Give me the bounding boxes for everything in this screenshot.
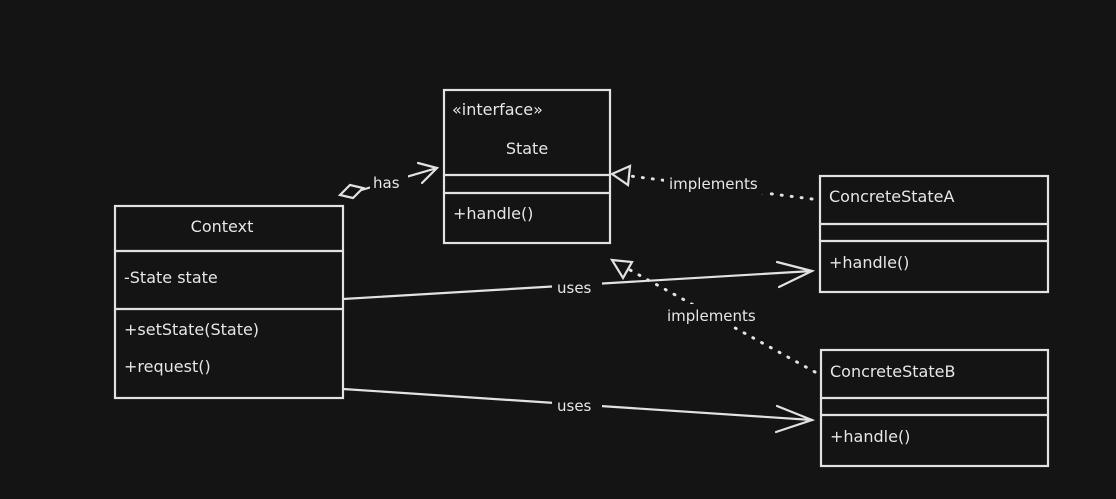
implements-b-label-bg (662, 304, 766, 326)
implements-a-label-bg (664, 172, 768, 194)
state-method: +handle() (453, 204, 533, 223)
aggregation-diamond-icon (337, 183, 366, 200)
state-class: «interface» State +handle() (442, 88, 612, 245)
concrete-state-b-class: ConcreteStateB +handle() (819, 348, 1050, 468)
uses-a-label: uses (557, 279, 592, 297)
realization-triangle-b-icon (609, 258, 634, 281)
concrete-state-b-method: +handle() (830, 427, 910, 446)
concrete-state-a-class: ConcreteStateA +handle() (818, 174, 1050, 294)
context-box (113, 204, 345, 400)
context-attribute: -State state (124, 268, 218, 287)
implements-b-edge: implements (609, 258, 817, 374)
has-arrowhead-icon (416, 161, 440, 185)
state-stereotype: «interface» (452, 100, 543, 119)
has-label-bg (370, 172, 408, 192)
state-name: State (506, 139, 548, 158)
implements-a-edge: implements (609, 164, 814, 201)
realization-triangle-icon (609, 164, 632, 187)
concrete-state-a-name: ConcreteStateA (829, 187, 954, 206)
uses-b-arrowhead-icon (774, 404, 816, 434)
context-class: Context -State state +setState(State) +r… (113, 204, 345, 400)
context-name: Context (191, 217, 254, 236)
concrete-state-a-box (818, 174, 1050, 294)
context-method-request: +request() (124, 357, 211, 376)
uses-a-edge: uses (341, 260, 816, 301)
uses-a-label-bg (552, 277, 602, 297)
context-method-setstate: +setState(State) (124, 320, 259, 339)
implements-b-label: implements (667, 307, 756, 325)
uses-b-label: uses (557, 397, 592, 415)
has-edge: has (337, 161, 440, 200)
implements-a-label: implements (669, 175, 758, 193)
uses-b-edge: uses (341, 387, 816, 434)
concrete-state-a-method: +handle() (829, 253, 909, 272)
concrete-state-b-box (819, 348, 1050, 468)
uses-b-label-bg (552, 395, 602, 415)
has-label: has (373, 174, 400, 192)
uses-a-arrowhead-icon (775, 260, 816, 289)
concrete-state-b-name: ConcreteStateB (830, 362, 955, 381)
state-box (442, 88, 612, 245)
